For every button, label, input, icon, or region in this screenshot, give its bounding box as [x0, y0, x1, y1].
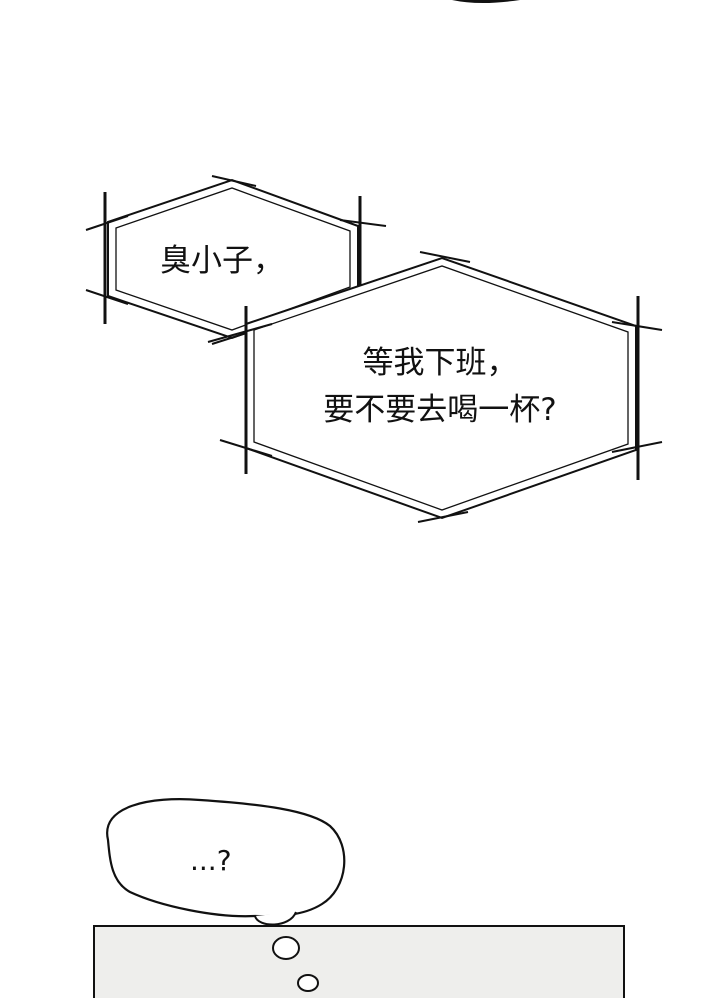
hex-bubble-large-line-2: 要不要去喝一杯?: [323, 391, 557, 428]
thought-bubble-frame: [106, 798, 346, 918]
thought-circle-large: [272, 936, 300, 960]
top-edge-shape: [452, 0, 520, 3]
hex-bubble-large-text: 等我下班， 要不要去喝一杯?: [270, 340, 610, 433]
hex-bubble-small-text: 臭小子，: [160, 243, 284, 279]
hex-bubble-large-frame: [207, 251, 663, 523]
hex-bubble-large-line-1: 等我下班，: [362, 345, 518, 381]
thought-bubble-text: ...?: [190, 844, 232, 877]
thought-circle-small: [297, 974, 319, 992]
bottom-panel: [93, 925, 625, 998]
thought-bubble-tail: [254, 911, 297, 926]
